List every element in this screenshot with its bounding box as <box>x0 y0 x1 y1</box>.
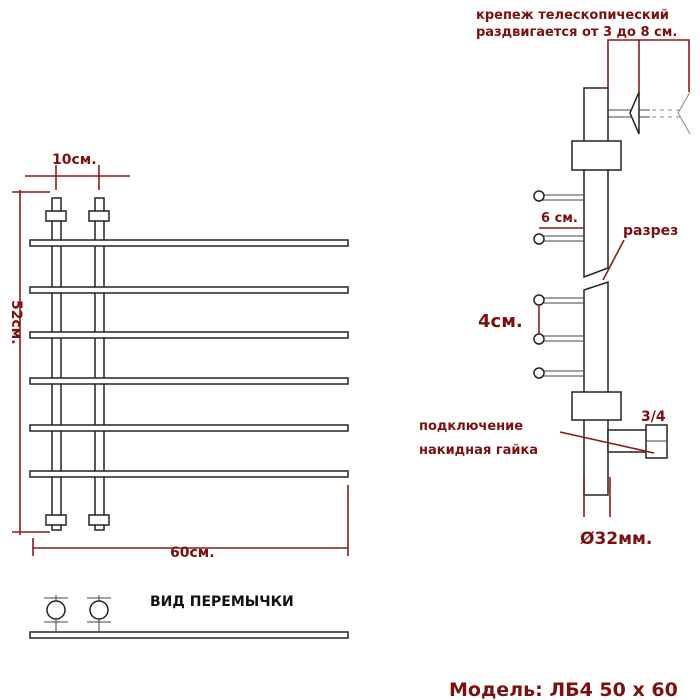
dimension-10cm: 10см. <box>25 152 130 190</box>
rung <box>29 377 349 385</box>
rung-spacing-label: 4см. <box>478 311 523 332</box>
vertical-pipe-right <box>94 197 105 531</box>
clamp <box>88 210 110 222</box>
clamp <box>88 514 110 526</box>
thread-label: 3/4 <box>641 409 666 425</box>
side-view: крепеж телескопический раздвигается от 3… <box>419 8 691 549</box>
clamp <box>45 514 67 526</box>
rung <box>29 286 349 294</box>
width-label: 60см. <box>170 545 215 561</box>
valve-icon <box>44 595 68 632</box>
dimension-52cm: 52см. <box>8 190 50 535</box>
dimension-60cm: 60см. <box>32 485 349 561</box>
rung <box>29 470 349 478</box>
height-label: 52см. <box>8 300 24 345</box>
clamp-upper <box>571 140 622 171</box>
rung-offset-label: 6 см. <box>541 211 578 226</box>
model-label: Модель: ЛБ4 50 х 60 <box>449 679 678 700</box>
section-label: разрез <box>623 223 678 239</box>
outlet-pipe <box>607 429 651 453</box>
mount-bracket <box>607 39 690 92</box>
valve-icon <box>87 595 111 632</box>
mount-label-line2: раздвигается от 3 до 8 см. <box>476 25 677 40</box>
jumper-bar <box>29 631 349 639</box>
horizontal-rungs <box>29 239 349 478</box>
connection-label-line1: подключение <box>419 419 523 434</box>
clamp-lower <box>571 391 622 421</box>
jumper-view-label: ВИД ПЕРЕМЫЧКИ <box>150 594 294 610</box>
vertical-pipe-left <box>51 197 62 531</box>
clamp <box>45 210 67 222</box>
main-pipe-upper <box>583 87 609 279</box>
rung <box>29 424 349 432</box>
width-spacing-label: 10см. <box>52 152 97 168</box>
main-pipe-lower <box>583 280 609 496</box>
rung <box>29 239 349 247</box>
rung <box>29 331 349 339</box>
wall-anchor <box>629 91 640 135</box>
rung-ends <box>533 190 584 379</box>
front-view: 10см. 52см. 60см. <box>8 152 349 561</box>
mount-label-line1: крепеж телескопический <box>476 8 669 23</box>
diameter-label: Ø32мм. <box>580 529 652 549</box>
jumper-view: ВИД ПЕРЕМЫЧКИ <box>29 594 349 639</box>
connection-label-line2: накидная гайка <box>419 443 538 458</box>
